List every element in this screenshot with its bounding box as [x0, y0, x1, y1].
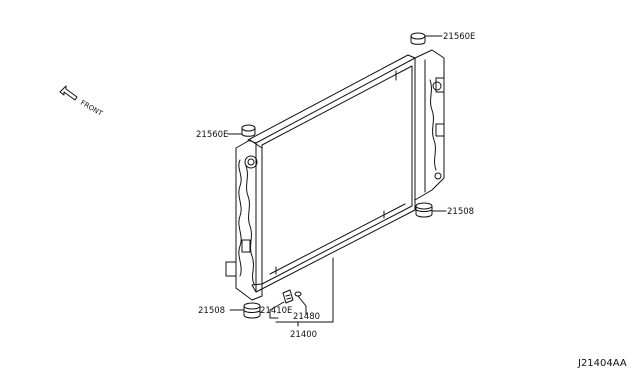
leader-lines	[269, 257, 334, 327]
drain-seal	[294, 291, 302, 297]
diagram-code: J21404AA	[577, 358, 627, 369]
mount-bottom-left	[229, 302, 261, 319]
front-arrow-icon	[59, 85, 78, 101]
cap-top-right	[410, 32, 443, 45]
label-21508-bottom-left: 21508	[198, 306, 225, 316]
label-21410e: 21410E	[260, 306, 292, 316]
radiator-core	[247, 54, 416, 293]
label-21480: 21480	[293, 312, 320, 322]
right-tank	[414, 49, 445, 201]
left-tank	[225, 139, 263, 301]
label-21508-right: 21508	[447, 207, 474, 217]
label-21560e-top: 21560E	[443, 32, 475, 42]
mount-right	[415, 202, 447, 218]
front-label: FRONT	[79, 99, 104, 118]
drain-plug	[282, 289, 294, 304]
label-21400: 21400	[290, 330, 317, 340]
cap-left	[227, 124, 256, 137]
label-21560e-left: 21560E	[196, 130, 228, 140]
